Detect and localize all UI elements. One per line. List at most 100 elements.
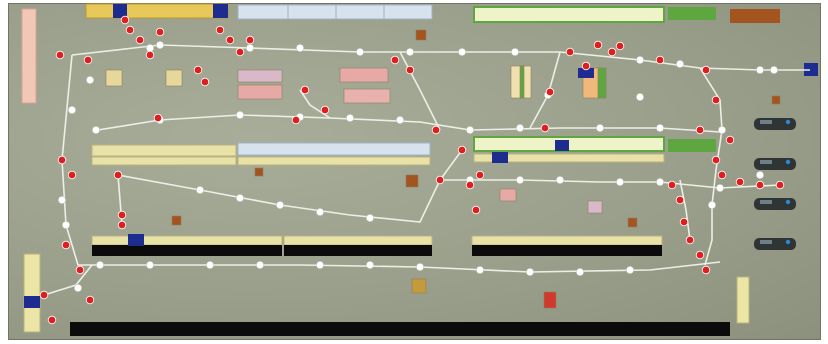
agv-path[interactable] xyxy=(71,44,810,71)
path-node-active[interactable] xyxy=(83,55,93,65)
path-node-active[interactable] xyxy=(755,180,765,190)
bottom-left-shelf[interactable] xyxy=(23,253,41,333)
path-node-active[interactable] xyxy=(39,290,49,300)
storage-rack-icon[interactable] xyxy=(499,188,517,202)
agv-vehicle-icon[interactable] xyxy=(754,238,796,250)
path-node[interactable] xyxy=(62,221,70,229)
path-node-active[interactable] xyxy=(153,113,163,123)
path-node[interactable] xyxy=(516,124,524,132)
path-node-active[interactable] xyxy=(593,40,603,50)
path-node-active[interactable] xyxy=(475,170,485,180)
storage-rack-icon[interactable] xyxy=(627,217,638,228)
path-node-active[interactable] xyxy=(679,217,689,227)
path-node-active[interactable] xyxy=(117,220,127,230)
path-node-active[interactable] xyxy=(775,180,785,190)
path-node[interactable] xyxy=(256,261,264,269)
storage-rack-icon[interactable] xyxy=(165,69,183,87)
path-node[interactable] xyxy=(156,41,164,49)
path-node-active[interactable] xyxy=(405,65,415,75)
path-node-active[interactable] xyxy=(701,65,711,75)
storage-rack-icon[interactable] xyxy=(587,200,603,214)
path-node[interactable] xyxy=(516,176,524,184)
status-panel[interactable] xyxy=(473,6,665,23)
path-node[interactable] xyxy=(366,214,374,222)
path-node[interactable] xyxy=(58,196,66,204)
agv-path[interactable] xyxy=(529,51,561,129)
path-node-active[interactable] xyxy=(565,47,575,57)
path-node-active[interactable] xyxy=(125,25,135,35)
path-node-active[interactable] xyxy=(135,35,145,45)
path-node-active[interactable] xyxy=(717,170,727,180)
path-node-active[interactable] xyxy=(701,265,711,275)
shelf-end-block[interactable] xyxy=(213,4,228,18)
agv-vehicle-icon[interactable] xyxy=(754,118,796,130)
path-node[interactable] xyxy=(146,261,154,269)
agv-path[interactable] xyxy=(97,114,721,133)
path-node[interactable] xyxy=(676,60,684,68)
path-node[interactable] xyxy=(576,268,584,276)
path-node[interactable] xyxy=(526,268,534,276)
path-node-active[interactable] xyxy=(675,195,685,205)
path-node-active[interactable] xyxy=(120,15,130,25)
path-node[interactable] xyxy=(276,201,284,209)
shelf-block[interactable] xyxy=(283,235,433,246)
storage-rack-icon[interactable] xyxy=(237,69,283,83)
path-node-active[interactable] xyxy=(390,55,400,65)
agv-path[interactable] xyxy=(399,51,441,131)
path-node-active[interactable] xyxy=(435,175,445,185)
path-node[interactable] xyxy=(616,178,624,186)
agv-path[interactable] xyxy=(440,179,781,189)
path-node-active[interactable] xyxy=(471,205,481,215)
shelf-block[interactable] xyxy=(237,156,431,166)
path-node-active[interactable] xyxy=(215,25,225,35)
storage-rack-icon[interactable] xyxy=(415,29,427,41)
path-node-active[interactable] xyxy=(725,135,735,145)
storage-rack-icon[interactable] xyxy=(343,88,391,104)
path-node[interactable] xyxy=(656,178,664,186)
path-node-active[interactable] xyxy=(67,170,77,180)
path-node-active[interactable] xyxy=(61,240,71,250)
path-node-active[interactable] xyxy=(47,315,57,325)
path-node[interactable] xyxy=(366,261,374,269)
storage-rack-icon[interactable] xyxy=(411,278,427,294)
path-node[interactable] xyxy=(74,284,82,292)
charging-station-icon[interactable] xyxy=(492,152,508,163)
charging-station-icon[interactable] xyxy=(578,68,594,78)
storage-rack-icon[interactable] xyxy=(105,69,123,87)
path-node-active[interactable] xyxy=(117,210,127,220)
shelf-block[interactable] xyxy=(91,235,283,246)
path-node[interactable] xyxy=(656,124,664,132)
path-node-active[interactable] xyxy=(735,177,745,187)
path-node[interactable] xyxy=(236,111,244,119)
path-node-active[interactable] xyxy=(145,50,155,60)
path-node-active[interactable] xyxy=(431,125,441,135)
path-node[interactable] xyxy=(86,76,94,84)
path-node-active[interactable] xyxy=(695,125,705,135)
shelf-block[interactable] xyxy=(471,235,663,246)
agv-path[interactable] xyxy=(61,54,721,273)
charging-station-icon[interactable] xyxy=(804,63,818,76)
path-node-active[interactable] xyxy=(291,115,301,125)
agv-path[interactable] xyxy=(679,179,691,241)
path-node-active[interactable] xyxy=(85,295,95,305)
shelf-end-block[interactable] xyxy=(24,296,40,308)
path-node[interactable] xyxy=(68,106,76,114)
storage-rack-icon[interactable] xyxy=(339,67,389,83)
path-node-active[interactable] xyxy=(75,265,85,275)
path-node-active[interactable] xyxy=(235,47,245,57)
path-node[interactable] xyxy=(236,194,244,202)
path-node-active[interactable] xyxy=(667,180,677,190)
path-node[interactable] xyxy=(636,93,644,101)
path-node-active[interactable] xyxy=(695,250,705,260)
panel-block[interactable] xyxy=(237,142,431,156)
panel-block[interactable] xyxy=(237,4,289,20)
path-node-active[interactable] xyxy=(200,77,210,87)
path-node[interactable] xyxy=(92,126,100,134)
path-node[interactable] xyxy=(406,48,414,56)
path-node[interactable] xyxy=(346,114,354,122)
storage-rack-icon[interactable] xyxy=(771,95,781,105)
shelf-end-block[interactable] xyxy=(113,4,127,18)
path-node[interactable] xyxy=(316,208,324,216)
path-node-active[interactable] xyxy=(457,145,467,155)
